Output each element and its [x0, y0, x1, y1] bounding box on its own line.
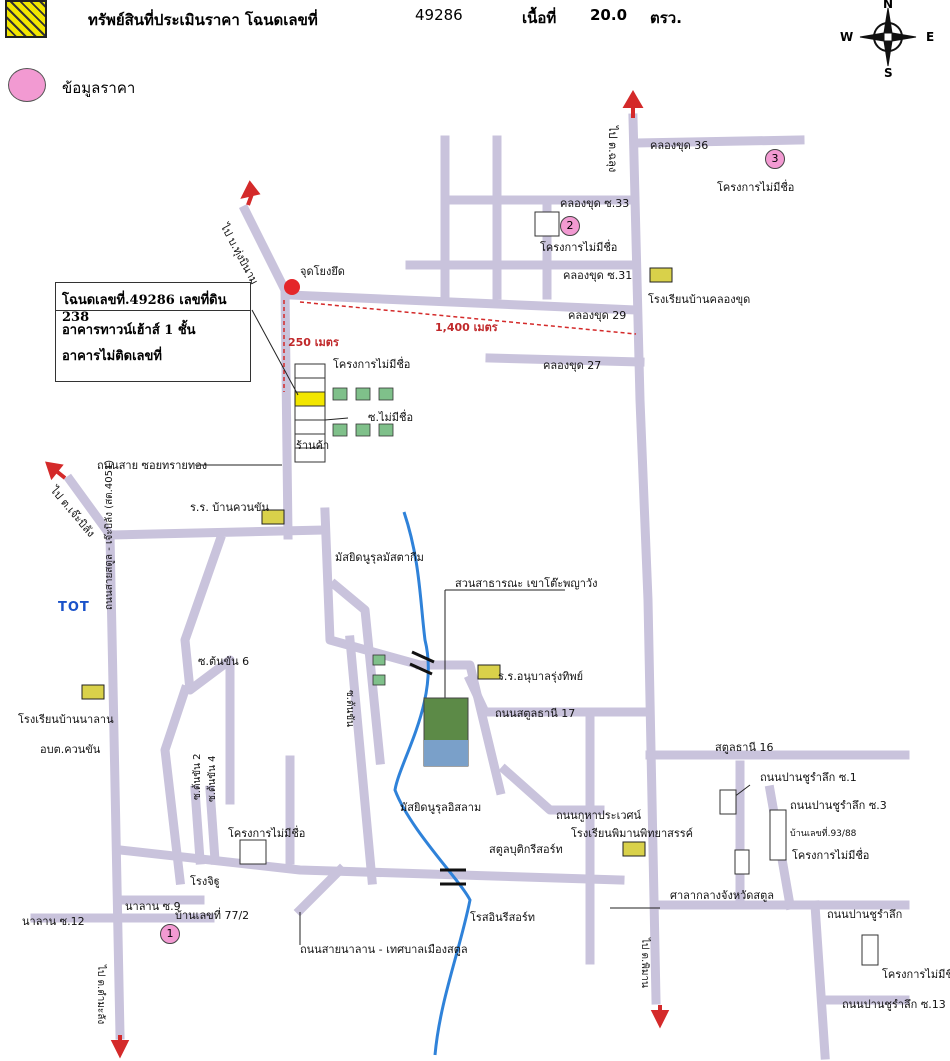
label-start-point: จุดโยงยึด [300, 265, 345, 278]
deed-number: 49286 [415, 6, 463, 24]
area-value: 20.0 [590, 6, 628, 24]
label-court: ศาลากลางจังหวัดสตูล [670, 889, 775, 902]
label-pan-ru-3: ถนนปานชูรำลึก ซ.3 [790, 799, 887, 812]
label-khlong-khut-31: คลองขุด ซ.31 [563, 269, 633, 282]
price-point-2: 2 [560, 216, 580, 236]
label-obt-khuan-khan: อบต.ควนขัน [40, 743, 101, 756]
label-school-phiman: โรงเรียนพิมานพิทยาสรรค์ [571, 827, 694, 840]
price-point-3-label: โครงการไม่มีชื่อ [717, 181, 795, 194]
label-khlong-khut-29: คลองขุด 29 [568, 309, 627, 322]
label-na-lan-9: นาลาน ซ.9 [125, 900, 181, 913]
bridge-marks [409, 650, 466, 886]
area-unit: ตรว. [650, 9, 682, 27]
label-mosque-1: มัสยิดนูรุลมัสตากีม [335, 551, 424, 564]
compass-rose [859, 7, 917, 67]
price-point-1: 1 [160, 924, 180, 944]
label-mosque-2: มัสยิดนูรุลอิสลาม [400, 801, 482, 814]
price-point-3: 3 [765, 149, 785, 169]
compass-e: E [926, 30, 935, 44]
distance-lines [283, 300, 637, 392]
label-pan-ru-13: ถนนปานชูรำลึก ซ.13 [842, 998, 946, 1011]
subject-parcel [294, 391, 326, 407]
price-point-2-label: โครงการไม่มีชื่อ [540, 241, 618, 254]
deed-callout: โฉนดเลขที่.49286 เลขที่ดิน 238 อาคารทาวน… [55, 282, 251, 382]
label-house-93-88: บ้านเลขที่.93/88 [790, 829, 857, 839]
label-na-lan-12: นาลาน ซ.12 [22, 915, 85, 928]
label-road-pan-ru: ถนนปานชูรำลึก [827, 908, 903, 921]
label-project-unnamed-5: โครงการไม่มีชื่อ [792, 849, 870, 862]
label-shop: ร้านค้า [296, 439, 330, 452]
house-icons [332, 387, 394, 686]
compass-n: N [883, 0, 894, 11]
price-point-legend-dot [8, 68, 46, 102]
label-to-phiman: ไป ต.พิมาน [639, 938, 650, 988]
callout-separator [56, 310, 250, 311]
direction-arrows [45, 90, 670, 1059]
label-school-ban-na-lan: โรงเรียนบ้านนาลาน [18, 713, 114, 726]
label-ton-khan-2: ซ.ต้นขัน 2 [192, 753, 203, 800]
label-road-na-lan-thesaban: ถนนสายนาลาน - เทศบาลเมืองสตูล [300, 943, 468, 956]
label-ton-khan: ซ.ต้นขัน [344, 690, 355, 727]
label-khlong-khut-36: คลองขุด 36 [650, 139, 709, 152]
start-point-marker [284, 279, 300, 295]
distance-vertical: 250 เมตร [288, 336, 339, 349]
callout-leader [251, 309, 299, 396]
label-road-kuha-prawet: ถนนกูหาประเวศน์ [556, 809, 642, 822]
label-resort-sin: โรสอินรีสอร์ท [470, 911, 536, 924]
label-project-unnamed-1: โครงการไม่มีชื่อ [333, 358, 411, 371]
townhouse-blocks [294, 363, 326, 463]
area-label: เนื้อที่ [522, 9, 557, 27]
label-project-unnamed-2: โครงการไม่มีชื่อ [228, 827, 306, 840]
label-khlong-khut-33: คลองขุด ซ.33 [560, 197, 630, 210]
label-resort-satun: สตูลบุติกรีสอร์ท [489, 843, 563, 856]
label-road-satun-chalung: ถนนสายสตูล - เจ๊ะบิลัง (สต.4051) [104, 459, 115, 610]
price-point-1-label: บ้านเลขที่ 77/2 [175, 909, 250, 922]
price-point-legend-label: ข้อมูลราคา [62, 79, 136, 97]
river [393, 511, 472, 1056]
label-rongkit: โรงจิฐู [190, 875, 220, 888]
label-park: สวนสาธารณะ เขาโต๊ะพญาวัง [455, 577, 598, 590]
distance-horizontal: 1,400 เมตร [435, 321, 498, 334]
label-tot: TOT [58, 600, 90, 615]
subject-legend-label: ทรัพย์สินที่ประเมินราคา โฉนดเลขที่ [88, 11, 318, 29]
label-ton-khan-4: ซ.ต้นขัน 4 [207, 755, 218, 802]
callout-line1: โฉนดเลขที่.49286 เลขที่ดิน 238 [62, 293, 227, 325]
label-school-anuban: ร.ร.อนุบาลรุ่งทิพย์ [498, 670, 584, 683]
callout-line3: อาคารไม่ติดเลขที่ [62, 349, 162, 364]
label-school-khuan-khan: ร.ร. บ้านควนขัน [190, 501, 270, 514]
label-school-khlong-khut: โรงเรียนบ้านคลองขุด [648, 293, 751, 306]
school-icons [81, 267, 673, 857]
label-pan-ru-1: ถนนปานชูรำลึก ซ.1 [760, 771, 857, 784]
label-khlong-khut-27: คลองขุด 27 [543, 359, 602, 372]
label-ton-khan-6: ซ.ต้นขัน 6 [198, 655, 250, 668]
callout-line2: อาคารทาวน์เฮ้าส์ 1 ชั้น [62, 323, 196, 338]
compass-w: W [840, 30, 854, 44]
subject-legend-swatch [5, 0, 47, 38]
label-road-satun-thani-17: ถนนสตูลธานี 17 [495, 707, 576, 720]
label-road-satun-thani-16: สตูลธานี 16 [715, 741, 774, 754]
label-road-sai-thong: ถนนสาย ซอยทรายทอง [97, 459, 208, 472]
label-to-tha-phae: ไป ต.ฉลุง [606, 126, 619, 173]
label-soi-unnamed: ซ.ไม่มีชื่อ [368, 411, 414, 424]
label-to-ta-nang-ai: ไป ต.ตำมะลัง [95, 965, 106, 1025]
compass-s: S [884, 66, 893, 80]
label-project-unnamed-6: โครงการไม่มีชื่ [882, 968, 950, 981]
